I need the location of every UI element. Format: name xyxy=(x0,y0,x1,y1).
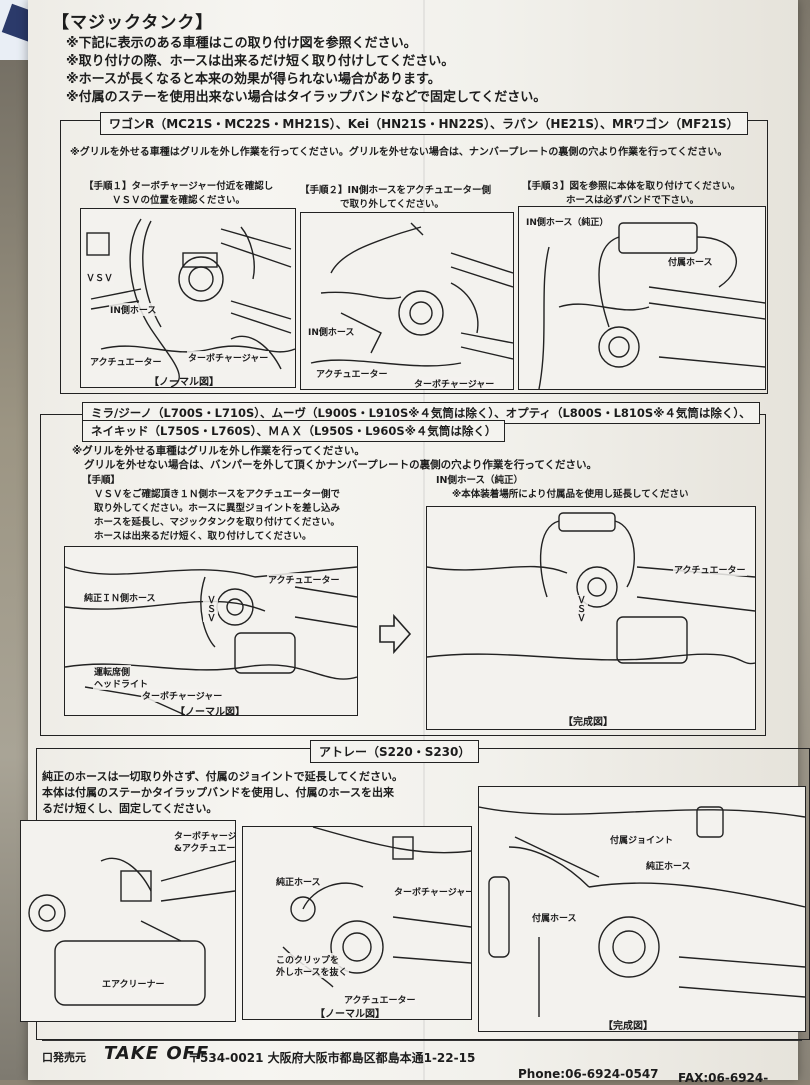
procedure-title: 【手順】 xyxy=(82,475,121,486)
label-clip-1: このクリップを xyxy=(275,953,341,966)
engine-drawing-mira-finished xyxy=(427,512,755,665)
step2-line1: 【手順２】IN側ホースをアクチュエーター側 xyxy=(300,185,492,196)
section-wagonr-grille-note: ※グリルを外せる車種はグリルを外し作業を行ってください。グリルを外せない場合は、… xyxy=(70,147,728,158)
step1-line2: ＶＳＶの位置を確認ください。 xyxy=(112,195,246,206)
diagram-step2: IN側ホース アクチュエーター ターボチャージャー xyxy=(300,212,514,390)
label-actuator-2: アクチュエーター xyxy=(315,367,389,380)
diagram-mira-normal: アクチュエーター 純正ＩＮ側ホース ＶＳＶ 運転席側 ヘッドライト ターボチャー… xyxy=(64,546,358,716)
diagram-step3-finished: IN側ホース（純正） 付属ホース xyxy=(518,206,766,390)
label-in-hose-genuine: IN側ホース（純正） xyxy=(525,215,610,228)
note-3: ※ホースが長くなると本来の効果が得られない場合があります。 xyxy=(66,72,441,87)
atrai-text-3: るだけ短くし、固定してください。 xyxy=(42,802,218,815)
note-2: ※取り付けの際、ホースは出来るだけ短く取り付けしてください。 xyxy=(66,54,455,69)
step1-line1: 【手順１】ターボチャージャー付近を確認し xyxy=(84,181,274,192)
section-mira-grille-2: グリルを外せない場合は、バンパーを外して頂くかナンバープレートの裏側の穴より作業… xyxy=(84,459,598,471)
label-turbo-act-2: &アクチュエーター xyxy=(173,841,235,854)
label-pure-hose-finished: 純正ホース xyxy=(645,859,692,872)
engine-drawing-step2 xyxy=(310,222,513,367)
engine-drawing-atrai-1 xyxy=(28,857,235,1006)
procedure-line-1: ＶＳＶをご確認頂き１Ｎ側ホースをアクチュエーター側で xyxy=(94,489,341,500)
label-turbo-act-1: ターボチャージャー xyxy=(173,829,235,842)
label-headlight-2: ヘッドライト xyxy=(93,677,150,690)
step3-line2: ホースは必ずバンドで下さい。 xyxy=(566,195,700,206)
label-actuator: アクチュエーター xyxy=(89,355,163,368)
step3-line1: 【手順３】図を参照に本体を取り付けてください。 xyxy=(522,181,741,192)
label-actuator-finished: アクチュエーター xyxy=(673,563,747,576)
label-clip-2: 外しホースを抜く xyxy=(275,965,349,978)
fax: FAX:06-6924- xyxy=(678,1071,769,1085)
section-wagonr-header: ワゴンR（MC21S・MC22S・MH21S）、Kei（HN21S・HN22S）… xyxy=(100,112,748,135)
step2-line2: で取り外してください。 xyxy=(340,199,444,210)
diagram-mira-finished: アクチュエーター ＶＳＶ 【完成図】 xyxy=(426,506,756,730)
caption-mira-normal: 【ノーマル図】 xyxy=(175,707,245,716)
arrow-right-icon xyxy=(379,614,412,654)
label-actuator-atrai: アクチュエーター xyxy=(343,993,417,1006)
paper-fold xyxy=(423,0,425,1080)
section-mira-header-1: ミラ/ジーノ（L700S・L710S）、ムーヴ（L900S・L910S※４気筒は… xyxy=(82,402,760,424)
label-vsv-finished: ＶＳＶ xyxy=(573,595,588,622)
label-in-hose-2: IN側ホース xyxy=(307,325,356,338)
sheet-title: 【マジックタンク】 xyxy=(52,13,214,33)
label-in-hose: IN側ホース xyxy=(109,303,158,316)
label-included-hose-atrai: 付属ホース xyxy=(531,911,578,924)
atrai-text-2: 本体は付属のステーかタイラップバンドを使用し、付属のホースを出来 xyxy=(42,786,394,799)
footer: 口発売元 TAKE OFF 〒534-0021 大阪府大阪市都島区都島本通1-2… xyxy=(42,1040,802,1085)
engine-drawing-atrai-normal xyxy=(282,827,471,988)
engine-drawing-step3 xyxy=(538,222,765,389)
caption-atrai-finished: 【完成図】 xyxy=(603,1021,653,1032)
label-included-hose: 付属ホース xyxy=(667,255,714,268)
atrai-text-1: 純正のホースは一切取り外さず、付属のジョイントで延長してください。 xyxy=(42,770,404,783)
section-mira-grille-1: ※グリルを外せる車種はグリルを外し作業を行ってください。 xyxy=(72,445,365,457)
caption-normal: 【ノーマル図】 xyxy=(149,377,219,388)
label-headlight-1: 運転席側 xyxy=(93,665,132,678)
section-mira-header-2: ネイキッド（L750S・L760S）、ＭＡＸ（L950S・L960S※４気筒は除… xyxy=(82,420,506,442)
label-turbo-mira: ターボチャージャー xyxy=(141,689,224,702)
note-1: ※下記に表示のある車種はこの取り付け図を参照ください。 xyxy=(66,36,417,51)
label-turbo: ターボチャージャー xyxy=(187,351,270,364)
caption-atrai-normal: 【ノーマル図】 xyxy=(315,1009,385,1020)
engine-drawing-atrai-finished xyxy=(479,806,805,1017)
diagram-atrai-normal: 純正ホース ターボチャージャー このクリップを 外しホースを抜く アクチュエータ… xyxy=(242,826,472,1020)
brand-logo: TAKE OFF xyxy=(104,1043,210,1064)
procedure-line-3: ホースを延長し、マジックタンクを取り付けてください。 xyxy=(94,517,340,528)
procedure-line-4: ホースは出来るだけ短く、取り付けしてください。 xyxy=(94,531,312,542)
label-turbo-2: ターボチャージャー xyxy=(413,377,496,389)
diagram-step1-normal: ＶＳＶ IN側ホース アクチュエーター ターボチャージャー 【ノーマル図】 xyxy=(80,208,296,388)
label-turbo-atrai: ターボチャージャー xyxy=(393,885,471,898)
label-actuator-mira: アクチュエーター xyxy=(267,573,341,586)
diagram-atrai-1: ターボチャージャー &アクチュエーター エアクリーナー xyxy=(20,820,236,1022)
label-pure-hose-atrai: 純正ホース xyxy=(275,875,322,888)
label-in-hose-mira: 純正ＩＮ側ホース xyxy=(83,591,157,604)
seller-label: 口発売元 xyxy=(42,1051,86,1064)
section-atrai-header: アトレー（S220・S230） xyxy=(310,740,480,763)
mira-right-note: ※本体装着場所により付属品を使用し延長してください xyxy=(452,489,689,500)
label-vsv-mira: ＶＳＶ xyxy=(203,595,218,622)
label-vsv: ＶＳＶ xyxy=(85,271,115,284)
mira-right-title: IN側ホース（純正） xyxy=(436,475,524,486)
caption-mira-finished: 【完成図】 xyxy=(563,717,613,728)
diagram-atrai-finished: 付属ジョイント 純正ホース 付属ホース 【完成図】 xyxy=(478,786,806,1032)
label-joint: 付属ジョイント xyxy=(609,833,675,846)
address: 〒534-0021 大阪府大阪市都島区都島本通1-22-15 xyxy=(188,1051,476,1065)
engine-drawing-step1 xyxy=(86,218,295,387)
label-air-cleaner: エアクリーナー xyxy=(101,977,166,990)
note-4: ※付属のステーを使用出来ない場合はタイラップバンドなどで固定してください。 xyxy=(66,90,547,105)
procedure-line-2: 取り外してください。ホースに異型ジョイントを差し込み xyxy=(94,503,340,514)
phone: Phone:06-6924-0547 xyxy=(518,1067,659,1081)
